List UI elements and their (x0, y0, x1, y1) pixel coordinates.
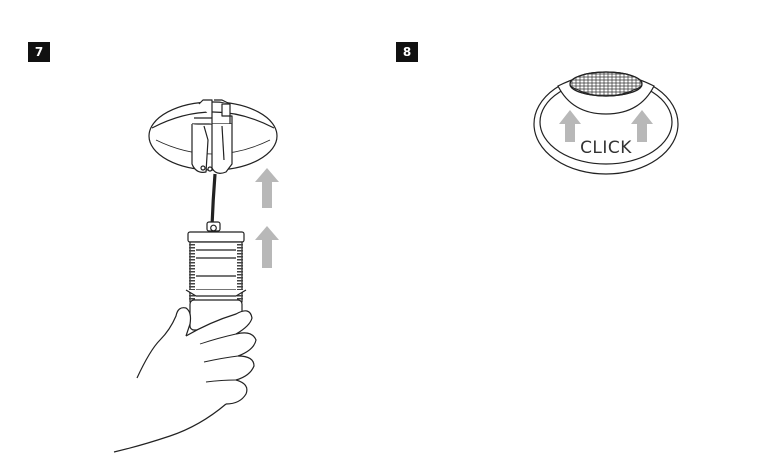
up-arrow-lower (255, 226, 279, 268)
step-7-number-badge: 7 (28, 42, 50, 62)
trim-up-arrows (559, 110, 653, 142)
step-8-illustration: CLICK (533, 71, 679, 175)
up-arrow-right (631, 110, 653, 142)
up-arrows (255, 168, 279, 268)
connector-block (191, 99, 233, 174)
cable (210, 173, 217, 227)
honeycomb-grille (569, 71, 643, 97)
step-7-illustration (113, 99, 279, 453)
up-arrow-upper (255, 168, 279, 208)
hand (113, 307, 257, 453)
up-arrow-left (559, 110, 581, 142)
step-8-number-badge: 8 (396, 42, 418, 62)
click-label: CLICK (580, 138, 632, 158)
